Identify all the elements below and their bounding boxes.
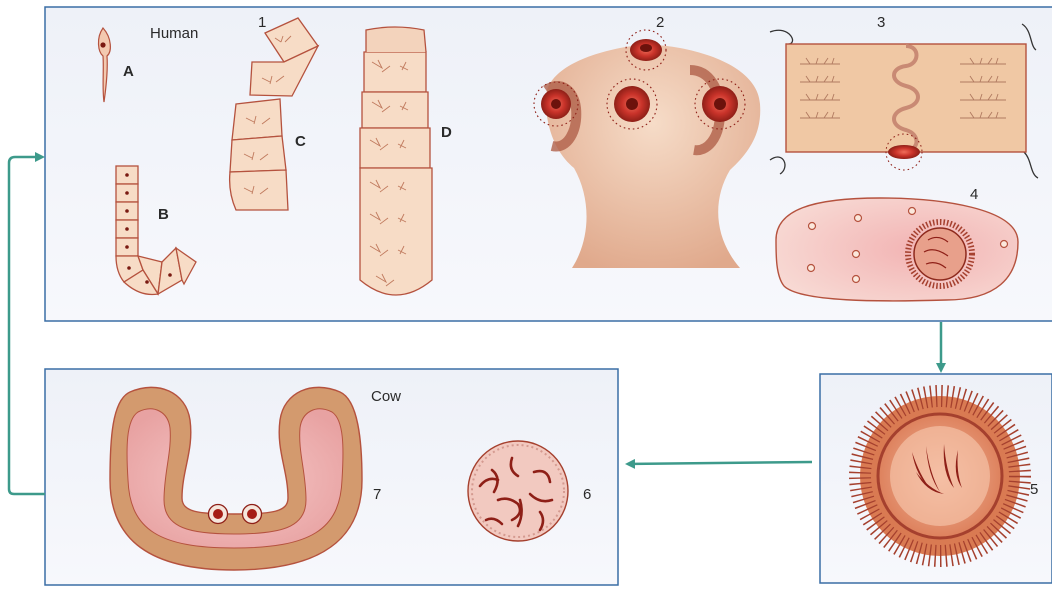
cow-panel-title: Cow (371, 388, 401, 405)
gravid-egg-shell (776, 198, 1018, 301)
label-3: 3 (877, 14, 885, 31)
label-1: 1 (258, 14, 266, 31)
cysticercus (860, 396, 1020, 556)
human-panel-title: Human (150, 25, 198, 42)
label-a: A (123, 63, 134, 80)
label-7: 7 (373, 486, 381, 503)
label-c: C (295, 133, 306, 150)
label-6: 6 (583, 486, 591, 503)
label-4: 4 (970, 186, 978, 203)
label-d: D (441, 124, 452, 141)
label-b: B (158, 206, 169, 223)
specimen-d (360, 27, 432, 295)
label-2: 2 (656, 14, 664, 31)
return-arrow (9, 157, 45, 494)
label-5: 5 (1030, 481, 1038, 498)
tissue-cyst (468, 441, 568, 541)
left-arrow (628, 462, 812, 464)
